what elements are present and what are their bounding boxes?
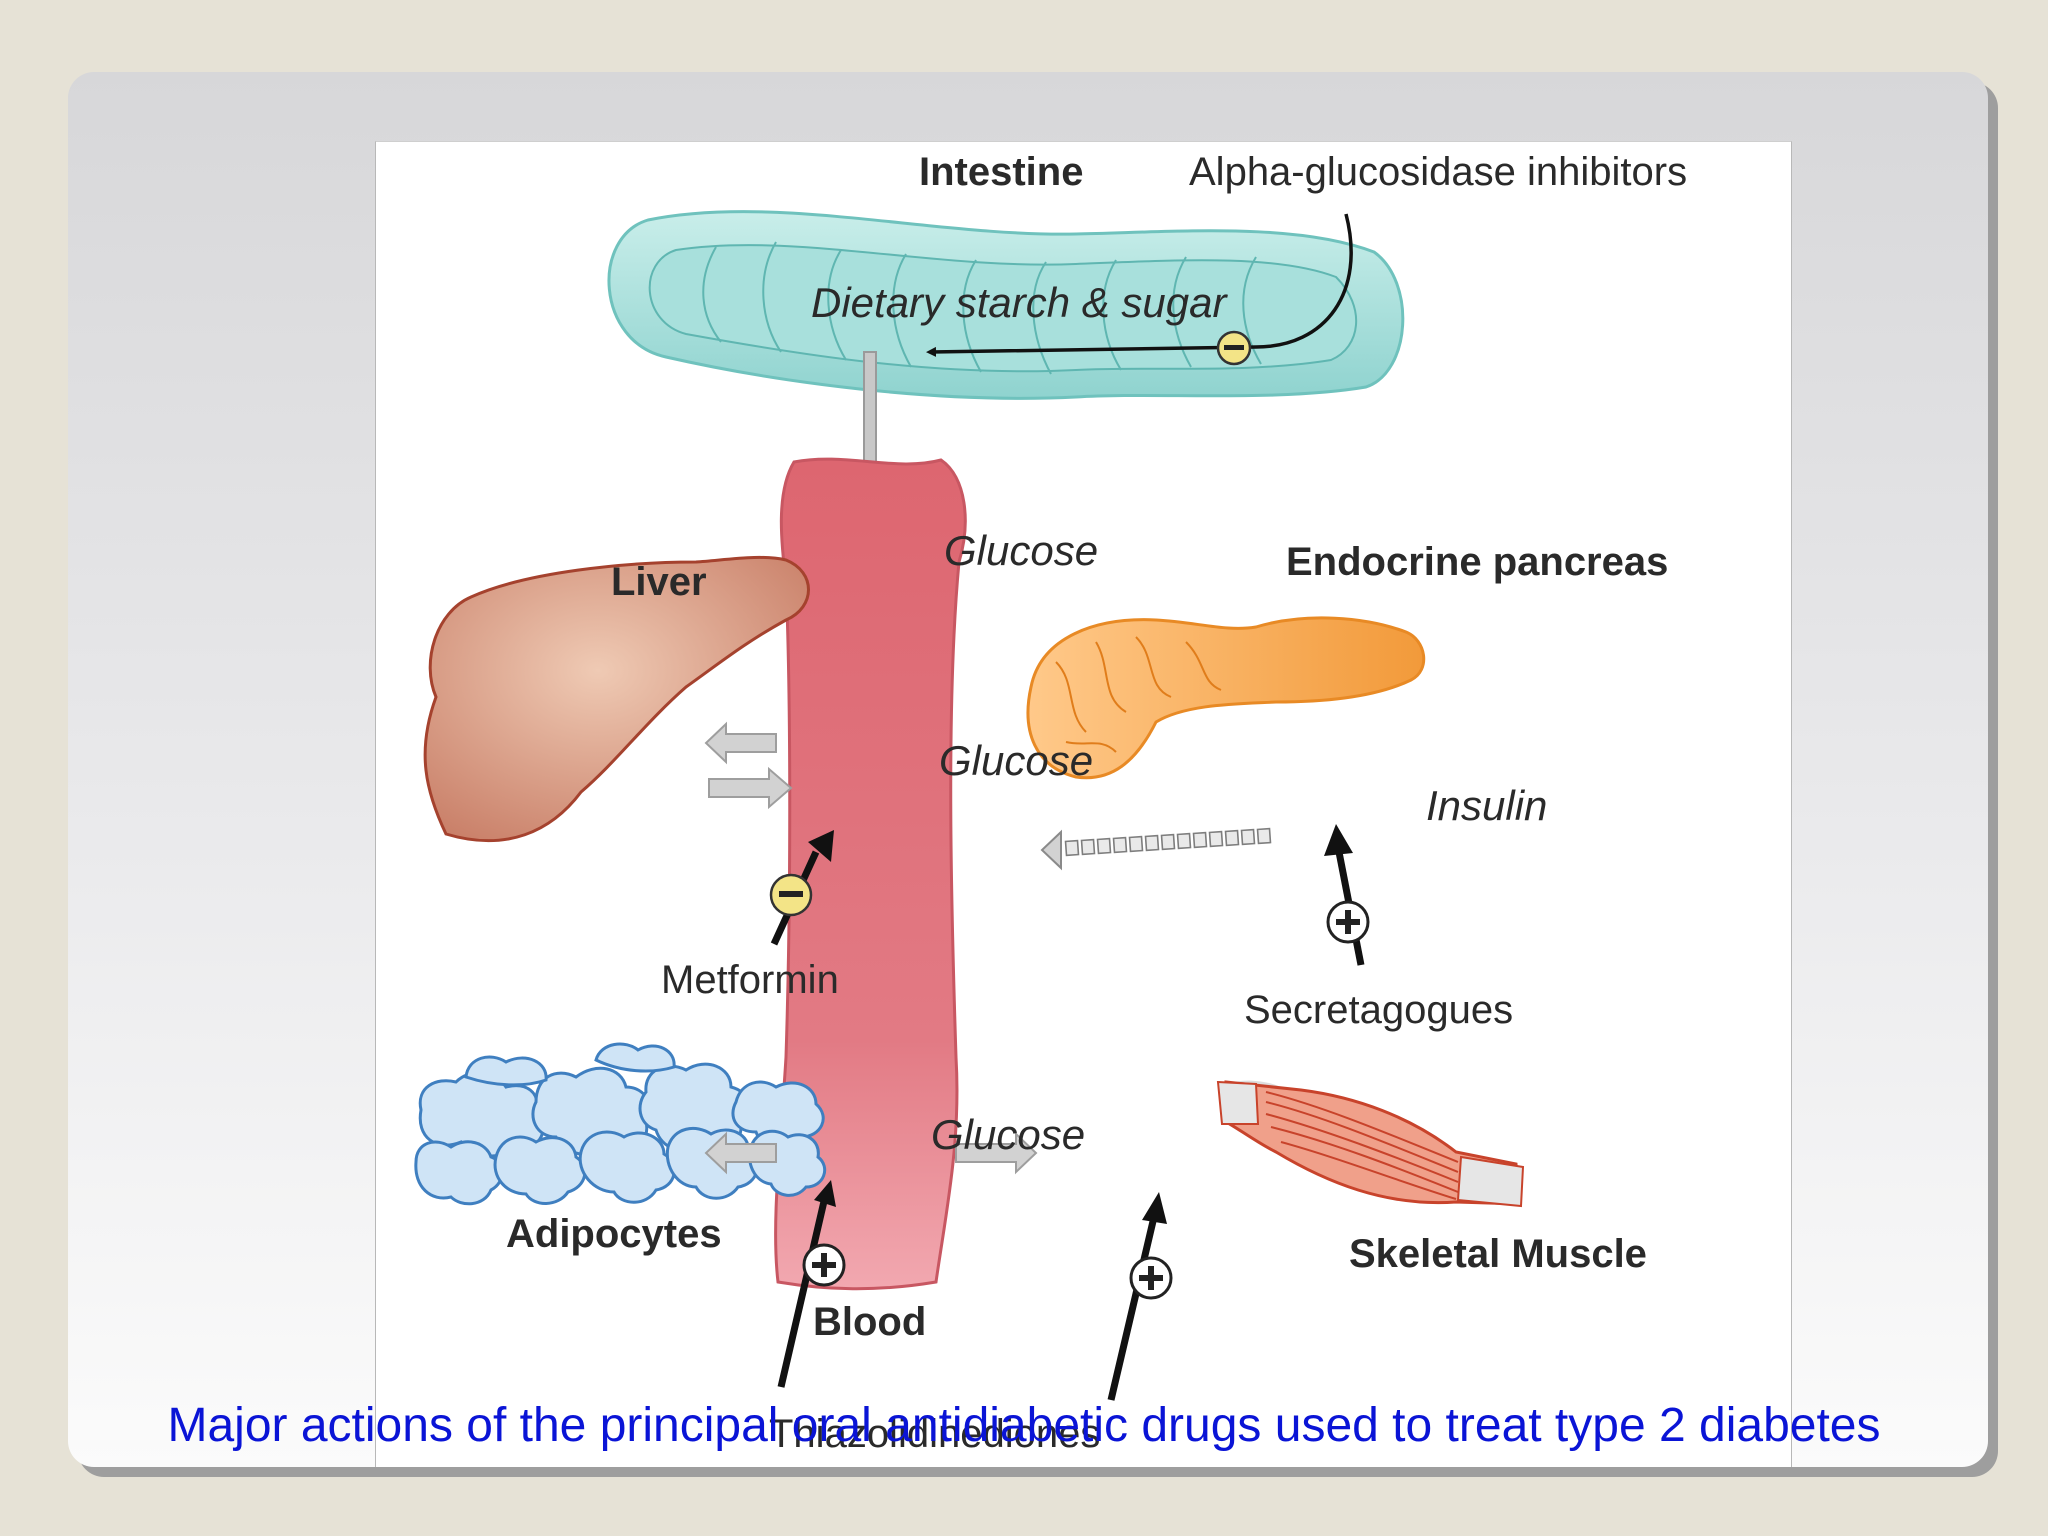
intestine-label: Intestine [919,150,1084,194]
plus-icon [1326,900,1370,944]
muscle-glucose-arrow [955,1131,1038,1175]
slide: Intestine Alpha-glucosidase inhibitors D… [68,72,1988,1467]
glucose-mid-label: Glucose [939,737,1094,784]
liver-glucose-arrows [704,721,793,810]
adipocytes-label: Adipocytes [506,1212,722,1256]
minus-icon [1216,330,1252,366]
thiazolidinediones-label: Thiazolidinediones [769,1412,1101,1456]
dietary-label: Dietary starch & sugar [811,279,1227,326]
glucose-low-label: Glucose [931,1111,1086,1158]
secretagogues-label: Secretagogues [1244,988,1514,1032]
skeletal-muscle-illustration [1216,1080,1525,1208]
endocrine-pancreas-label: Endocrine pancreas [1286,540,1669,584]
pancreas-illustration [1026,616,1426,780]
tzd-adipocyte-arrowhead [814,1180,836,1207]
tzd-muscle-arrow [1107,1216,1158,1401]
alpha-glucosidase-label: Alpha-glucosidase inhibitors [1189,150,1688,194]
tzd-adipocyte-arrow [777,1196,829,1388]
tzd-muscle-arrowhead [1142,1192,1167,1224]
slide-caption: Major actions of the principal oral anti… [167,1399,1881,1452]
minus-icon [769,873,813,917]
metformin-label: Metformin [661,958,839,1002]
diagram-figure: Intestine Alpha-glucosidase inhibitors D… [375,141,1792,1467]
glucose-top-label: Glucose [944,527,1099,574]
liver-illustration [423,555,810,843]
alpha-glucosidase-arrow [926,213,1353,357]
plus-icon [1129,1256,1173,1300]
blood-column [774,457,967,1291]
diagram-graphics [414,210,1525,1401]
skeletal-muscle-label: Skeletal Muscle [1349,1232,1647,1276]
metformin-arrowhead [808,830,834,862]
insulin-label: Insulin [1426,782,1548,829]
secretagogues-arrowhead [1324,824,1353,856]
blood-label: Blood [813,1300,927,1344]
insulin-arrow [1040,827,1272,871]
intestine-illustration [607,210,1405,400]
adipocytes-illustration [414,1042,827,1206]
liver-label: Liver [611,560,707,604]
plus-icon [802,1243,846,1287]
adipocyte-glucose-arrow [704,1131,777,1175]
